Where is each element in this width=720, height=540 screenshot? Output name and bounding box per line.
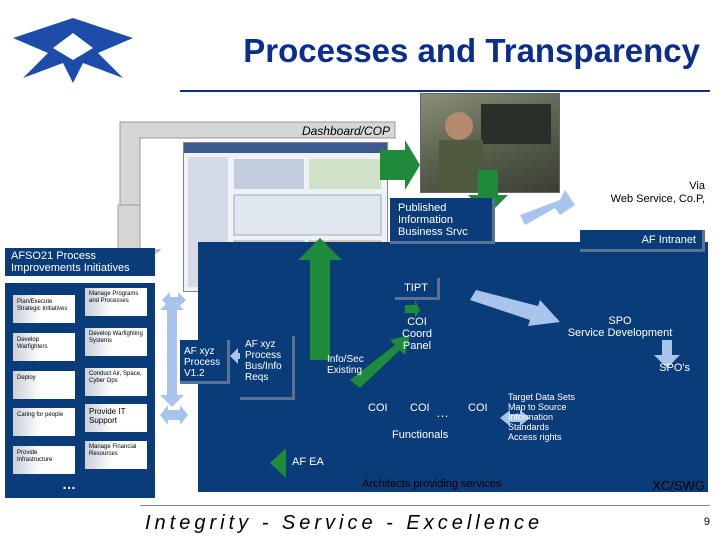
info-sec-box: Info/Sec Existing	[327, 354, 364, 376]
green-right-arrow	[380, 140, 420, 190]
af-ea-arrow-head	[270, 448, 286, 478]
page-title: Processes and Transparency	[243, 32, 700, 69]
light-arrow-vertical	[160, 298, 184, 407]
functionals-label: Functionals	[392, 429, 449, 441]
process-develop-warfighters: Develop Warfighters	[13, 333, 75, 361]
spos-down-arrow	[654, 340, 680, 368]
target-data-sets: Target Data Sets Map to Source Informati…	[508, 392, 576, 442]
dashboard-label: Dashboard/COP	[301, 124, 390, 138]
spos-label: SPO's	[659, 362, 690, 374]
coi-label-2: COI	[410, 402, 430, 414]
af-intranet-box: AF Intranet	[580, 230, 705, 252]
page-number: 9	[703, 516, 710, 528]
title-divider	[180, 90, 710, 92]
process-conduct-ops: Conduct Air, Space, Cyber Ops	[85, 368, 147, 396]
architects-caption: Architects providing services	[362, 478, 502, 490]
process-caring-people: Caring for people	[13, 408, 75, 436]
light-arrow-functionals	[500, 410, 530, 426]
af-xyz-process-box: AF xyz Process V1.2	[180, 340, 230, 384]
process-develop-systems: Develop Warfighting Systems	[85, 328, 147, 356]
spo-service-development: SPO Service Development	[567, 315, 673, 339]
footer-divider	[140, 505, 710, 506]
xc-swg-label: XC/SWG	[652, 478, 705, 493]
coi-label-3: COI	[468, 402, 488, 414]
green-diagonal-arrow	[350, 335, 410, 388]
process-ellipsis: …	[62, 476, 78, 492]
coi-ellipsis: …	[436, 405, 451, 420]
process-deploy: Deploy	[13, 371, 75, 399]
light-arrow-left-2	[160, 405, 188, 425]
green-tipt-arrow	[405, 300, 420, 318]
coi-label-1: COI	[368, 402, 388, 414]
process-manage-financial: Manage Financial Resources	[85, 441, 147, 469]
process-plan-execute: Plan/Execute Strategic Initiatives	[13, 295, 75, 323]
af-xyz-bus-box: AF xyz Process Bus/Info Reqs	[240, 336, 295, 400]
published-info-box: Published Information Business Srvc	[390, 198, 495, 244]
via-web-service: Via Web Service, Co.P,	[610, 180, 705, 205]
process-manage-programs: Manage Programs and Processes	[85, 288, 147, 316]
process-panel: Plan/Execute Strategic Initiatives Manag…	[5, 283, 155, 498]
air-force-logo	[13, 18, 133, 83]
motto: Integrity - Service - Excellence	[145, 512, 544, 534]
irb-swg-suggestions: IRB SWG CRAA… Suggestions	[61, 184, 111, 214]
green-up-arrow	[298, 238, 342, 360]
af-ea-bar: AF EA	[286, 453, 706, 473]
process-provide-infrastructure: Provide Infrastructure	[13, 446, 75, 474]
tipt-box: TIPT	[395, 278, 440, 300]
process-provide-it: Provide IT Support	[85, 404, 147, 432]
operator-photo	[420, 93, 560, 193]
light-arrow-spo	[470, 290, 560, 326]
coi-coord-panel: COI Coord Panel	[402, 316, 432, 352]
light-arrow-via	[520, 190, 575, 225]
afso21-header: AFSO21 Process Improvements Initiatives	[5, 248, 155, 276]
